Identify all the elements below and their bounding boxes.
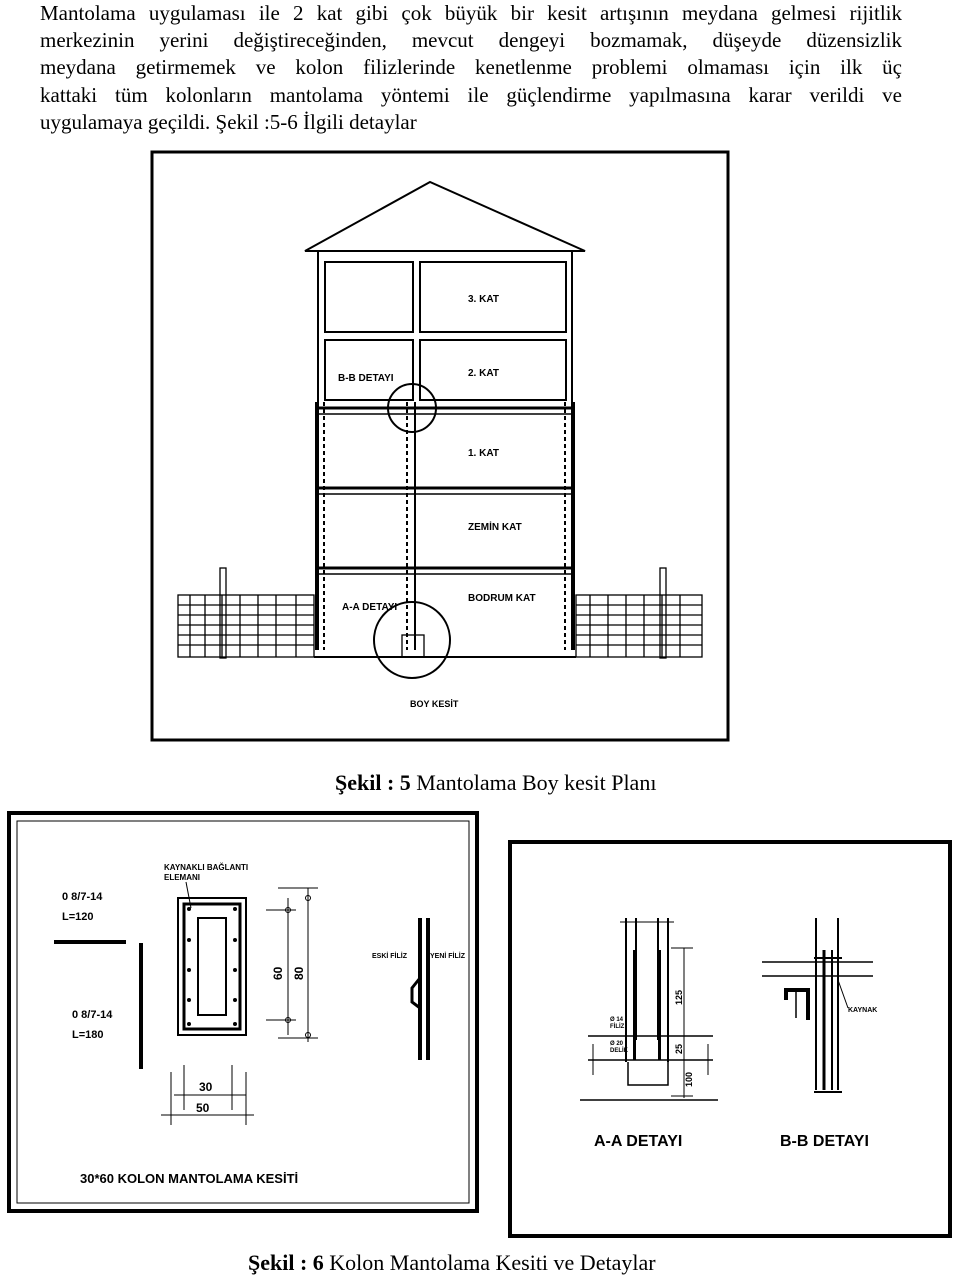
body-paragraph: Mantolama uygulaması ile 2 kat gibi çok …: [40, 0, 902, 136]
paragraph-line: Mantolama uygulaması ile 2 kat gibi çok …: [40, 1, 902, 25]
rebar1-length: L=120: [62, 911, 94, 923]
rebar1-spec: 0 8/7-14: [62, 891, 103, 903]
figure5-boy-kesit-drawing: 3. KAT 2. KAT B-B DETAYI 1. KAT ZEMİN KA…: [150, 150, 730, 742]
paragraph-line: uygulamaya geçildi. Şekil :5-6 İlgili de…: [40, 109, 417, 134]
eski-filiz-label: ESKİ FİLİZ: [372, 952, 408, 960]
figure5-caption-text: Mantolama Boy kesit Planı: [410, 770, 657, 795]
bb-detayi-title: B-B DETAYI: [780, 1133, 869, 1150]
dim-100: 100: [684, 1072, 694, 1087]
figure6-aa-bb-detaylari: 125 25 100 Ø 14 FİLİZ Ø 20 DELİK A-A DET…: [508, 840, 952, 1238]
dim-80: 80: [292, 966, 306, 980]
label-bb-detayi: B-B DETAYI: [338, 373, 394, 384]
label-zemin-kat: ZEMİN KAT: [468, 520, 522, 533]
label-bodrum-kat: BODRUM KAT: [468, 593, 536, 604]
filiz-spec: Ø 14: [610, 1017, 624, 1023]
kaynakli-label-1: KAYNAKLI BAĞLANTI: [164, 863, 248, 872]
label-aa-detayi: A-A DETAYI: [342, 602, 397, 613]
paragraph-line: kattaki tüm kolonların mantolama yöntemi…: [40, 82, 902, 107]
label-1-kat: 1. KAT: [468, 448, 499, 459]
dim-125: 125: [674, 990, 684, 1005]
kaynakli-label-2: ELEMANI: [164, 873, 200, 882]
aa-detayi-title: A-A DETAYI: [594, 1133, 682, 1150]
figure5-caption: Şekil : 5 Mantolama Boy kesit Planı: [335, 770, 656, 796]
kaynak-label: KAYNAK: [848, 1007, 877, 1014]
yeni-filiz-label: YENİ FİLİZ: [430, 952, 466, 960]
label-2-kat: 2. KAT: [468, 368, 499, 379]
paragraph-line: meydana getirmemek ve kolon filizlerinde…: [40, 55, 902, 80]
figure6-caption-number: Şekil : 6: [248, 1250, 324, 1275]
figure5-caption-number: Şekil : 5: [335, 770, 411, 795]
dim-50: 50: [196, 1101, 210, 1115]
figure6-kolon-mantolama-kesiti: 0 8/7-14 L=120 0 8/7-14 L=180 KAYNAKLI B…: [7, 811, 479, 1213]
label-boy-kesit: BOY KESİT: [410, 699, 459, 709]
kolon-mantolama-title: 30*60 KOLON MANTOLAMA KESİTİ: [80, 1171, 298, 1186]
figure6-caption-text: Kolon Mantolama Kesiti ve Detaylar: [323, 1250, 656, 1275]
figure6-caption: Şekil : 6 Kolon Mantolama Kesiti ve Deta…: [248, 1250, 656, 1276]
delik-spec: Ø 20: [610, 1041, 624, 1047]
dim-30: 30: [199, 1080, 213, 1094]
filiz-label: FİLİZ: [610, 1023, 625, 1030]
rebar2-length: L=180: [72, 1029, 104, 1041]
paragraph-line: merkezinin yerini değiştireceğinden, mev…: [40, 28, 902, 53]
dim-60: 60: [271, 966, 285, 980]
dim-25: 25: [674, 1044, 684, 1054]
delik-label: DELİK: [610, 1047, 629, 1054]
label-3-kat: 3. KAT: [468, 294, 499, 305]
rebar2-spec: 0 8/7-14: [72, 1009, 113, 1021]
